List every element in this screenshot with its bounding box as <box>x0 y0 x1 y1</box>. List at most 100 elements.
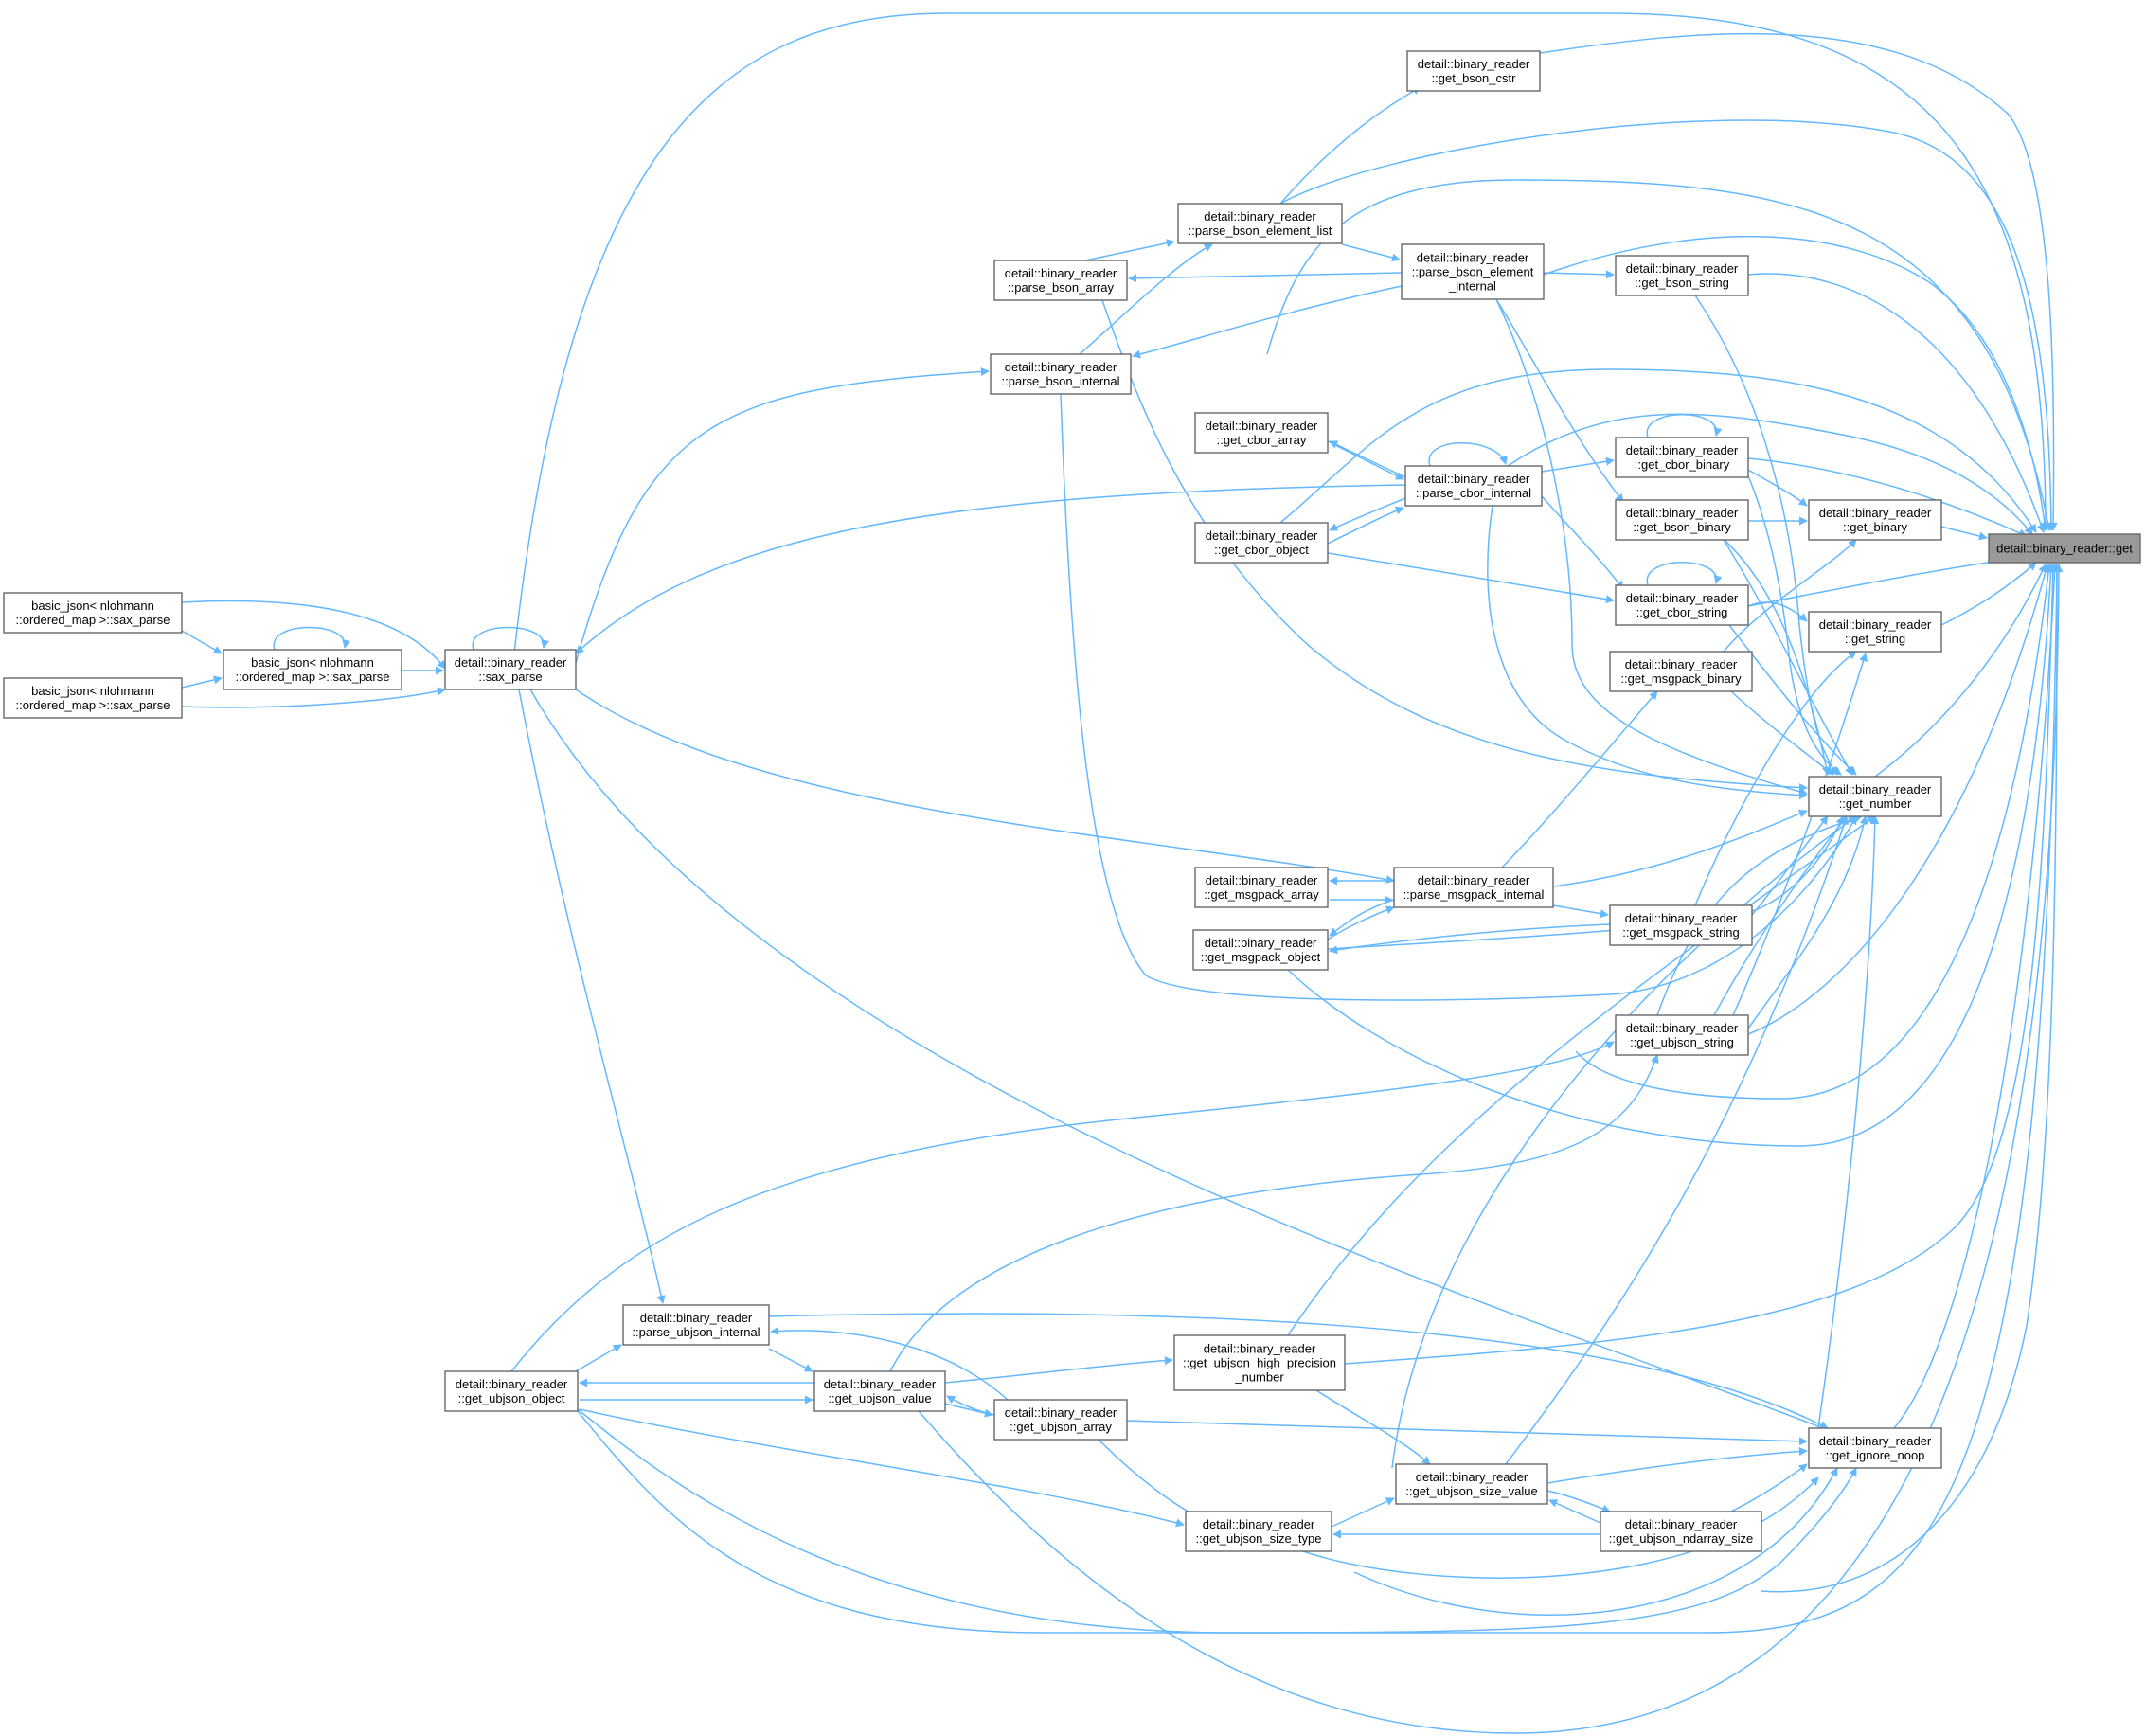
edge-get_ubjson_high_precision_number-to-get_ubjson_size_value <box>1315 1389 1431 1465</box>
node-box <box>1600 1511 1762 1552</box>
edge-get_cbor_binary-to-get_binary <box>1747 469 1808 507</box>
node-sax-parse[interactable]: detail::binary_reader::sax_parse <box>444 649 577 690</box>
node-box <box>444 1370 579 1412</box>
node-label: basic_json< nlohmann <box>31 684 154 698</box>
edge-parse_msgpack_internal-to-get_msgpack_string <box>1552 904 1609 919</box>
edge-get_ubjson_size_type-to-get <box>1761 564 2062 1593</box>
node-label: ::parse_bson_array <box>1008 280 1115 295</box>
node-label: detail::binary_reader <box>824 1377 937 1391</box>
node-label: ::get_binary <box>1843 520 1907 534</box>
edge-get_ubjson_object-to-get_ignore_noop <box>577 1408 1857 1634</box>
node-label: detail::binary_reader::get <box>1996 542 2133 556</box>
edge-sax_parse-to-parse_bson_internal <box>575 367 990 664</box>
edge-parse_bson_element_list-to-get_bson_cstr <box>1279 86 1421 205</box>
node-label: ::get_bson_string <box>1635 276 1729 290</box>
node-label: ::parse_ubjson_internal <box>632 1325 760 1339</box>
edge-get_cbor_string-to-get <box>1747 553 2028 607</box>
node-label: detail::binary_reader <box>1625 911 1738 925</box>
node-box <box>1808 1427 1942 1469</box>
node-get-cbor-string[interactable]: detail::binary_reader::get_cbor_string <box>1615 584 1749 626</box>
node-label: ::get_ubjson_high_precision <box>1183 1356 1336 1370</box>
node-get-ubjson-value[interactable]: detail::binary_reader::get_ubjson_value <box>813 1370 946 1412</box>
node-label: detail::binary_reader <box>1819 1434 1932 1448</box>
edge-get_ubjson_string-to-get_number-2 <box>1747 815 1868 1029</box>
node-label: ::get_ubjson_value <box>828 1391 931 1405</box>
node-parse-bson-array[interactable]: detail::binary_reader::parse_bson_array <box>993 260 1128 301</box>
node-get-msgpack-binary[interactable]: detail::binary_reader::get_msgpack_binar… <box>1609 651 1753 692</box>
node-label: ::get_string <box>1845 632 1905 646</box>
edge-parse_bson_internal-to-get <box>1266 179 2052 531</box>
node-label: detail::binary_reader <box>1626 443 1739 457</box>
edge-get_ubjson_object-to-get <box>577 564 2062 1634</box>
node-label: ::get_msgpack_object <box>1201 950 1321 964</box>
node-parse-bson-element-internal[interactable]: detail::binary_reader::parse_bson_elemen… <box>1401 243 1545 300</box>
edge-get_cbor_binary-to-get_number-2 <box>1715 531 1831 776</box>
edge-get_cbor_array-to-parse_cbor_internal <box>1327 440 1404 480</box>
node-get-cbor-object[interactable]: detail::binary_reader::get_cbor_object <box>1194 522 1329 564</box>
node-box <box>1406 50 1541 92</box>
node-label: ::get_cbor_array <box>1217 433 1307 447</box>
node-label: ::sax_parse <box>478 670 542 684</box>
node-parse-cbor-internal[interactable]: detail::binary_reader::parse_cbor_intern… <box>1404 465 1543 507</box>
node-box <box>444 649 577 690</box>
node-get-bson-string[interactable]: detail::binary_reader::get_bson_string <box>1615 255 1749 296</box>
node-label: detail::binary_reader <box>456 1377 568 1391</box>
node-label: detail::binary_reader <box>1203 1517 1315 1531</box>
edge-parse_cbor_internal-to-get <box>1507 413 2033 535</box>
edge-get_ubjson_size_value-to-get_ignore_noop <box>1546 1447 1808 1484</box>
node-box <box>1615 584 1749 626</box>
node-get-cbor-array[interactable]: detail::binary_reader::get_cbor_array <box>1194 412 1329 454</box>
node-get-msgpack-array[interactable]: detail::binary_reader::get_msgpack_array <box>1194 867 1329 908</box>
node-get-cbor-binary[interactable]: detail::binary_reader::get_cbor_binary <box>1615 437 1749 478</box>
node-bj-sax2[interactable]: basic_json< nlohmann::ordered_map >::sax… <box>3 677 183 719</box>
node-parse-bson-internal[interactable]: detail::binary_reader::parse_bson_intern… <box>990 353 1132 395</box>
edge-parse_ubjson_internal-to-get_ignore_noop <box>768 1313 1829 1429</box>
node-label: ::get_msgpack_array <box>1204 887 1319 902</box>
edge-parse_cbor_internal-to-get_cbor_string <box>1541 495 1624 590</box>
nodes-layer: detail::binary_reader::getdetail::binary… <box>3 50 2141 1552</box>
node-label: ::get_ubjson_ndarray_size <box>1609 1531 1754 1546</box>
edge-parse_bson_element_internal-to-parse_bson_internal <box>1132 285 1403 359</box>
edge-parse_cbor_internal-self <box>1428 442 1508 467</box>
node-label: ::get_ignore_noop <box>1826 1448 1925 1462</box>
node-bj-sax1[interactable]: basic_json< nlohmann::ordered_map >::sax… <box>3 592 183 634</box>
node-get-bson-cstr[interactable]: detail::binary_reader::get_bson_cstr <box>1406 50 1541 92</box>
edge-parse_cbor_internal-to-get_cbor_array <box>1329 440 1406 478</box>
node-label: detail::binary_reader <box>1005 266 1117 280</box>
node-get-ubjson-high-precision-number[interactable]: detail::binary_reader::get_ubjson_high_p… <box>1173 1334 1346 1391</box>
node-get[interactable]: detail::binary_reader::get <box>1988 533 2141 564</box>
node-get-ubjson-object[interactable]: detail::binary_reader::get_ubjson_object <box>444 1370 579 1412</box>
edge-get_ubjson_array-to-get_ubjson_value <box>946 1395 995 1416</box>
node-label: detail::binary_reader <box>1819 782 1932 796</box>
node-get-binary[interactable]: detail::binary_reader::get_binary <box>1808 499 1942 541</box>
node-get-ubjson-array[interactable]: detail::binary_reader::get_ubjson_array <box>993 1399 1128 1441</box>
node-box <box>1609 904 1753 946</box>
node-get-ubjson-string[interactable]: detail::binary_reader::get_ubjson_string <box>1615 1014 1749 1056</box>
edge-get_ubjson_object-to-get_ubjson_string <box>510 1041 1615 1372</box>
node-get-ubjson-size-type[interactable]: detail::binary_reader::get_ubjson_size_t… <box>1185 1511 1332 1552</box>
node-get-msgpack-object[interactable]: detail::binary_reader::get_msgpack_objec… <box>1192 929 1329 971</box>
node-get-bson-binary[interactable]: detail::binary_reader::get_bson_binary <box>1615 499 1749 541</box>
node-label: detail::binary_reader <box>1626 261 1739 276</box>
node-box <box>223 649 402 690</box>
node-label: detail::binary_reader <box>1417 251 1529 265</box>
node-label: detail::binary_reader <box>1005 1405 1117 1420</box>
node-get-ubjson-size-value[interactable]: detail::binary_reader::get_ubjson_size_v… <box>1395 1463 1548 1505</box>
node-get-string[interactable]: detail::binary_reader::get_string <box>1808 611 1942 653</box>
node-parse-bson-element-list[interactable]: detail::binary_reader::parse_bson_elemen… <box>1177 203 1343 244</box>
edge-get_bson_binary-to-get_number <box>1723 539 1853 776</box>
edge-parse_bson_element_internal-to-get_bson_string <box>1543 270 1615 279</box>
node-label: ::get_cbor_object <box>1214 543 1309 557</box>
node-get-ignore-noop[interactable]: detail::binary_reader::get_ignore_noop <box>1808 1427 1942 1469</box>
edge-get_cbor_object-to-get_cbor_string <box>1327 552 1615 604</box>
node-label: detail::binary_reader <box>1205 936 1317 950</box>
node-get-number[interactable]: detail::binary_reader::get_number <box>1808 776 1942 817</box>
edge-parse_cbor_internal-to-get_cbor_object <box>1329 497 1406 531</box>
edge-get_cbor_object-to-get <box>1279 368 2037 533</box>
node-bj-sax-mid[interactable]: basic_json< nlohmann::ordered_map >::sax… <box>223 649 402 690</box>
node-parse-ubjson-internal[interactable]: detail::binary_reader::parse_ubjson_inte… <box>622 1304 770 1346</box>
node-get-ubjson-ndarray-size[interactable]: detail::binary_reader::get_ubjson_ndarra… <box>1600 1511 1762 1552</box>
node-box <box>3 592 183 634</box>
node-parse-msgpack-internal[interactable]: detail::binary_reader::parse_msgpack_int… <box>1393 867 1554 908</box>
node-get-msgpack-string[interactable]: detail::binary_reader::get_msgpack_strin… <box>1609 904 1753 946</box>
